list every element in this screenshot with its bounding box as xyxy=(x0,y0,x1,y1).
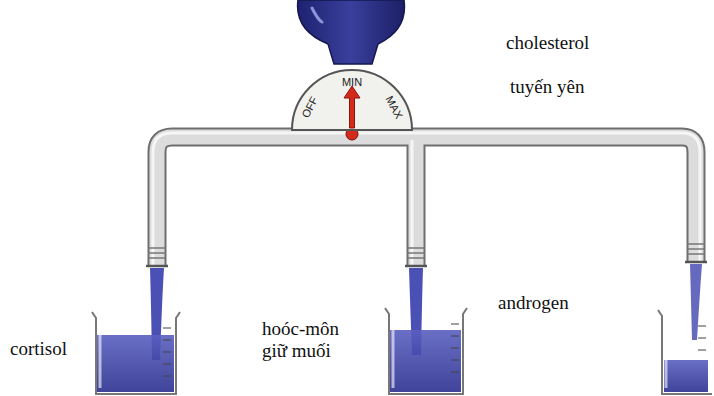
pipe xyxy=(146,133,707,266)
gland-label: tuyến yên xyxy=(510,76,584,98)
gauge-dial: OFFMINMAX xyxy=(290,60,414,132)
cholesterol-funnel xyxy=(298,0,405,64)
hormone-label: hoóc-môn giữ muối xyxy=(262,318,364,362)
dial-mark: MIN xyxy=(342,77,362,88)
beaker xyxy=(92,312,180,394)
compound-label: cholesterol xyxy=(506,32,589,54)
hormone-label: androgen xyxy=(498,292,569,314)
beaker xyxy=(658,310,712,394)
beaker xyxy=(385,308,467,394)
dial-needle xyxy=(344,86,360,128)
hormone-label: cortisol xyxy=(10,338,67,360)
